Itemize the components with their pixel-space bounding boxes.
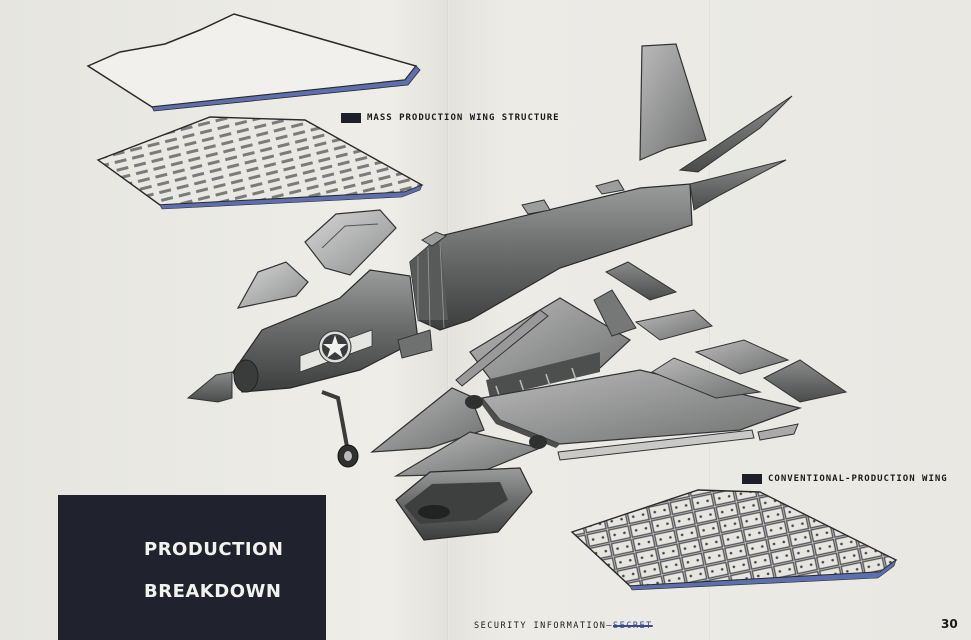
- wing-trailing-strip: [557, 423, 799, 461]
- conventional-wing-label-text: CONVENTIONAL-PRODUCTION WING: [768, 474, 948, 484]
- leading-edge-slat: [455, 309, 549, 387]
- mass-production-label-text: MASS PRODUCTION WING STRUCTURE: [367, 113, 560, 123]
- page-fold-right: [709, 0, 711, 640]
- title-box: PRODUCTION BREAKDOWN: [58, 495, 326, 640]
- page-number: 30: [941, 617, 958, 631]
- wing-skin-panel: [86, 13, 421, 112]
- vertical-fin: [639, 43, 707, 161]
- conventional-production-wing: [570, 489, 898, 591]
- nose-cone: [186, 371, 233, 403]
- legend-swatch: [341, 113, 361, 123]
- lower-fuselage-intake: [395, 467, 533, 541]
- wing-root-structure: [469, 297, 631, 399]
- forward-fuselage: [232, 269, 419, 393]
- conventional-wing-label: CONVENTIONAL-PRODUCTION WING: [742, 474, 948, 484]
- tail-cone: [689, 159, 787, 211]
- mass-production-label: MASS PRODUCTION WING STRUCTURE: [341, 113, 560, 123]
- canopy-rear: [304, 209, 397, 276]
- canopy-front: [236, 261, 309, 309]
- nose-landing-gear: [321, 390, 359, 468]
- access-panels: [397, 179, 625, 359]
- legend-swatch: [742, 474, 762, 484]
- title-line-1: PRODUCTION: [144, 539, 284, 560]
- wing-main-box: [480, 369, 803, 448]
- mass-production-wing-structure: [96, 116, 424, 210]
- security-struck-word: SECRET: [612, 621, 653, 631]
- security-prefix: SECURITY INFORMATION—: [474, 621, 613, 631]
- us-roundel-star-icon: [323, 335, 347, 358]
- title-line-2: BREAKDOWN: [144, 581, 282, 602]
- horizontal-stabilizer: [678, 95, 793, 173]
- flap-panels: [593, 261, 848, 403]
- security-classification: SECURITY INFORMATION—SECRET: [474, 621, 653, 631]
- main-fuselage: [409, 183, 693, 331]
- wing-lower-section: [370, 387, 547, 477]
